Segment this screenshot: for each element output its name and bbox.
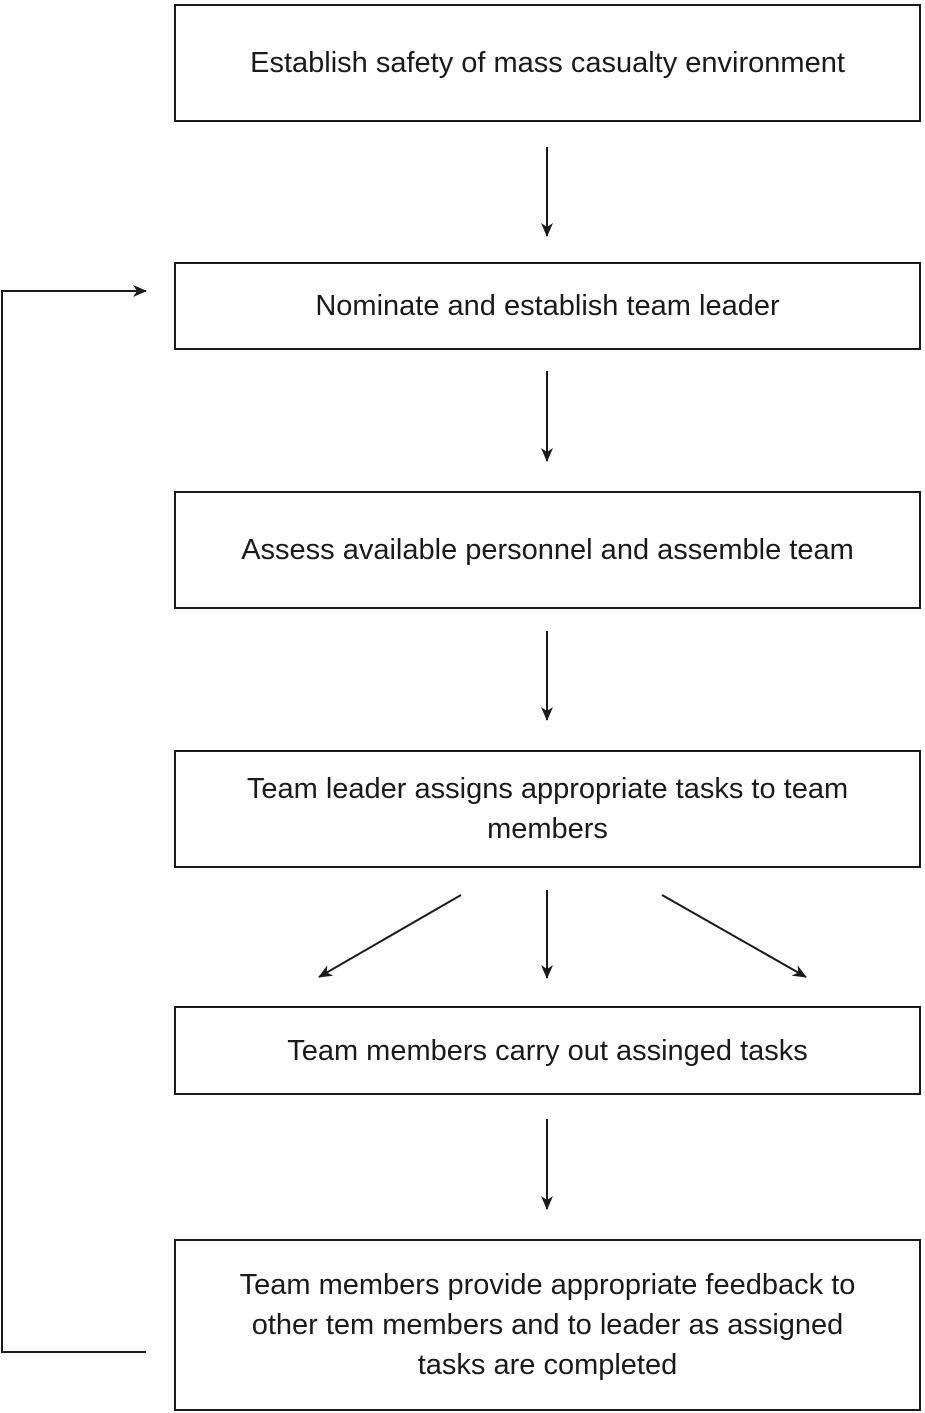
step-establish-safety: Establish safety of mass casualty enviro… bbox=[174, 4, 921, 122]
step-label: Team members provide appropriate feedbac… bbox=[239, 1269, 856, 1381]
step-assign-tasks: Team leader assigns appropriate tasks to… bbox=[174, 750, 921, 868]
step-nominate-team-leader: Nominate and establish team leader bbox=[174, 262, 921, 350]
step-provide-feedback: Team members provide appropriate feedbac… bbox=[174, 1239, 921, 1411]
step-label: Assess available personnel and assemble … bbox=[241, 534, 854, 566]
step-label: Team leader assigns appropriate tasks to… bbox=[246, 773, 849, 845]
step-carry-out-tasks: Team members carry out assinged tasks bbox=[174, 1006, 921, 1095]
feedback-loop-arrow bbox=[1, 285, 147, 1353]
arrow-step4-to-step5-right bbox=[661, 894, 807, 978]
arrow-step4-to-step5-left bbox=[318, 894, 462, 978]
step-label: Nominate and establish team leader bbox=[315, 290, 780, 322]
step-label: Team members carry out assinged tasks bbox=[287, 1034, 808, 1067]
step-label: Establish safety of mass casualty enviro… bbox=[250, 47, 845, 79]
step-assess-personnel: Assess available personnel and assemble … bbox=[174, 491, 921, 609]
